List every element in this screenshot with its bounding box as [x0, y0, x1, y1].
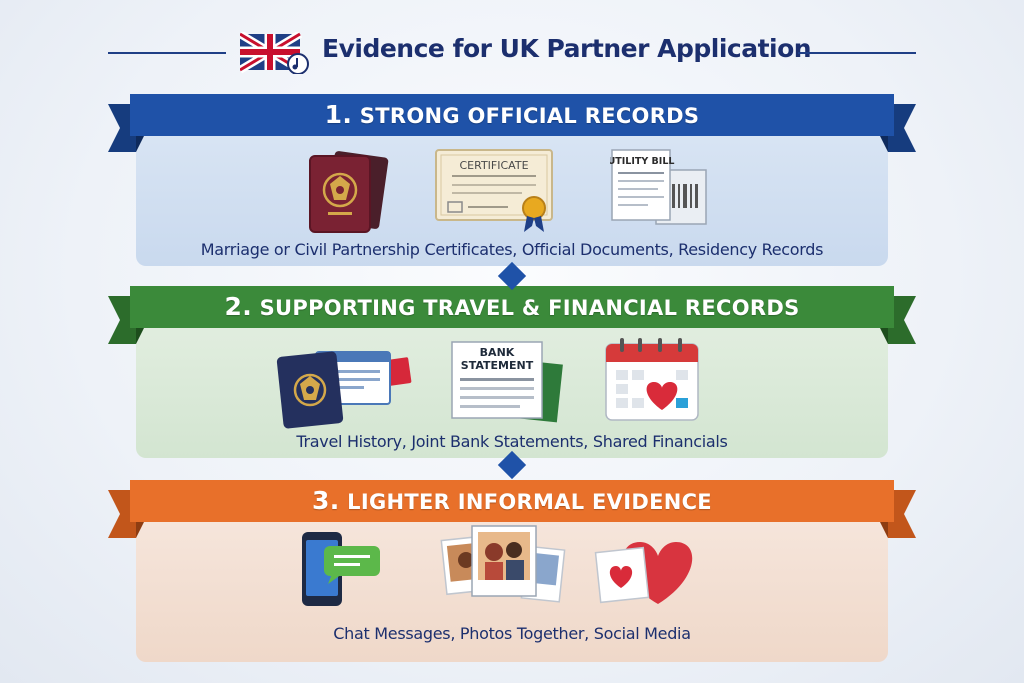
tier-2-number: 2.	[224, 292, 252, 321]
bank-statement-line1: BANK	[480, 346, 515, 359]
bank-statement-icon: BANK STATEMENT	[451, 341, 563, 423]
passport-icon	[309, 151, 389, 233]
uk-flag-icon	[240, 32, 309, 74]
tier-2-label: 2. SUPPORTING TRAVEL & FINANCIAL RECORDS	[108, 286, 916, 328]
heart-social-icon	[594, 542, 693, 604]
utility-bill-icon: UTILITY BILL	[610, 149, 707, 225]
tier-1-caption: Marriage or Civil Partnership Certificat…	[200, 240, 824, 259]
tier-2-ribbon: 2. SUPPORTING TRAVEL & FINANCIAL RECORDS	[108, 286, 916, 344]
couple-photos-icon	[440, 525, 566, 603]
certificate-title: CERTIFICATE	[459, 159, 528, 172]
tier-1-label: 1. STRONG OFFICIAL RECORDS	[108, 94, 916, 136]
tier-3-ribbon: 3. LIGHTER INFORMAL EVIDENCE	[108, 480, 916, 538]
tier-2-title: SUPPORTING TRAVEL & FINANCIAL RECORDS	[259, 296, 800, 320]
tier-3-label: 3. LIGHTER INFORMAL EVIDENCE	[108, 480, 916, 522]
bank-statement-line2: STATEMENT	[461, 359, 534, 372]
travel-documents-icon	[276, 351, 412, 429]
certificate-icon: CERTIFICATE	[435, 149, 553, 232]
page-title: Evidence for UK Partner Application	[322, 34, 812, 63]
title-divider-right	[798, 52, 916, 54]
utility-bill-title: UTILITY BILL	[610, 156, 674, 167]
title-divider-left	[108, 52, 226, 54]
tier-3-caption: Chat Messages, Photos Together, Social M…	[333, 624, 691, 643]
tier-1-number: 1.	[324, 100, 353, 129]
phone-chat-icon	[302, 532, 380, 606]
tier-1-title: STRONG OFFICIAL RECORDS	[359, 104, 700, 128]
tier-2-caption: Travel History, Joint Bank Statements, S…	[296, 432, 728, 451]
tier-3-title: LIGHTER INFORMAL EVIDENCE	[347, 490, 712, 514]
tier-1-ribbon: 1. STRONG OFFICIAL RECORDS	[108, 94, 916, 152]
title-row: Evidence for UK Partner Application	[0, 28, 1024, 76]
tier-3-number: 3.	[312, 486, 340, 515]
calendar-heart-icon	[605, 338, 699, 421]
